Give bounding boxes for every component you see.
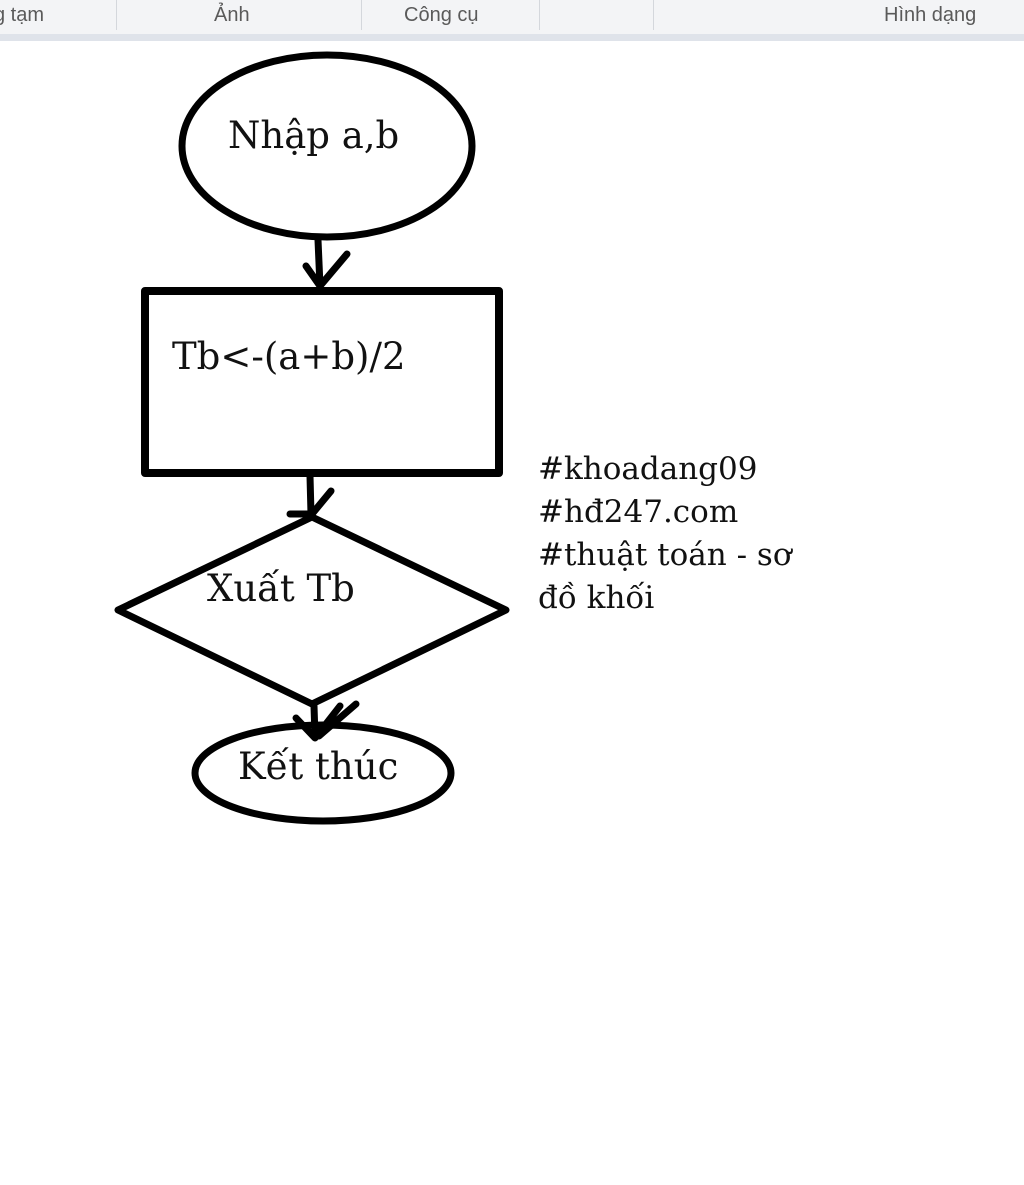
note-line: #hđ247.com — [538, 494, 739, 530]
end-label: Kết thúc — [238, 745, 398, 788]
ribbon-group-tools[interactable]: Công cụ — [404, 4, 479, 26]
start-ellipse — [178, 51, 476, 241]
output-label: Xuất Tb — [207, 567, 355, 610]
note-line: #khoadang09 — [538, 451, 758, 487]
arrow-start-to-process — [302, 236, 351, 290]
arrow-output-to-end — [292, 700, 360, 742]
ribbon-group-image[interactable]: Ảnh — [214, 4, 250, 26]
process-label: Tb<-(a+b)/2 — [172, 335, 406, 378]
ribbon: g tạm Ảnh Công cụ Hình dạng — [0, 0, 1024, 41]
note-line: #thuật toán - sơ — [538, 537, 792, 573]
ribbon-separator — [539, 0, 540, 30]
hashtag-notes: #khoadang09 #hđ247.com #thuật toán - sơ … — [538, 448, 818, 620]
ribbon-separator — [653, 0, 654, 30]
ribbon-group-shapes[interactable]: Hình dạng — [884, 4, 977, 26]
note-line: đồ khối — [538, 580, 655, 616]
process-rectangle — [141, 287, 503, 477]
ribbon-separator — [116, 0, 117, 30]
ribbon-group-clipboard[interactable]: g tạm — [0, 4, 45, 26]
ribbon-separator — [361, 0, 362, 30]
output-diamond — [114, 513, 510, 708]
start-label: Nhập a,b — [228, 114, 399, 157]
end-ellipse — [191, 721, 455, 825]
arrow-process-to-output — [286, 472, 335, 518]
